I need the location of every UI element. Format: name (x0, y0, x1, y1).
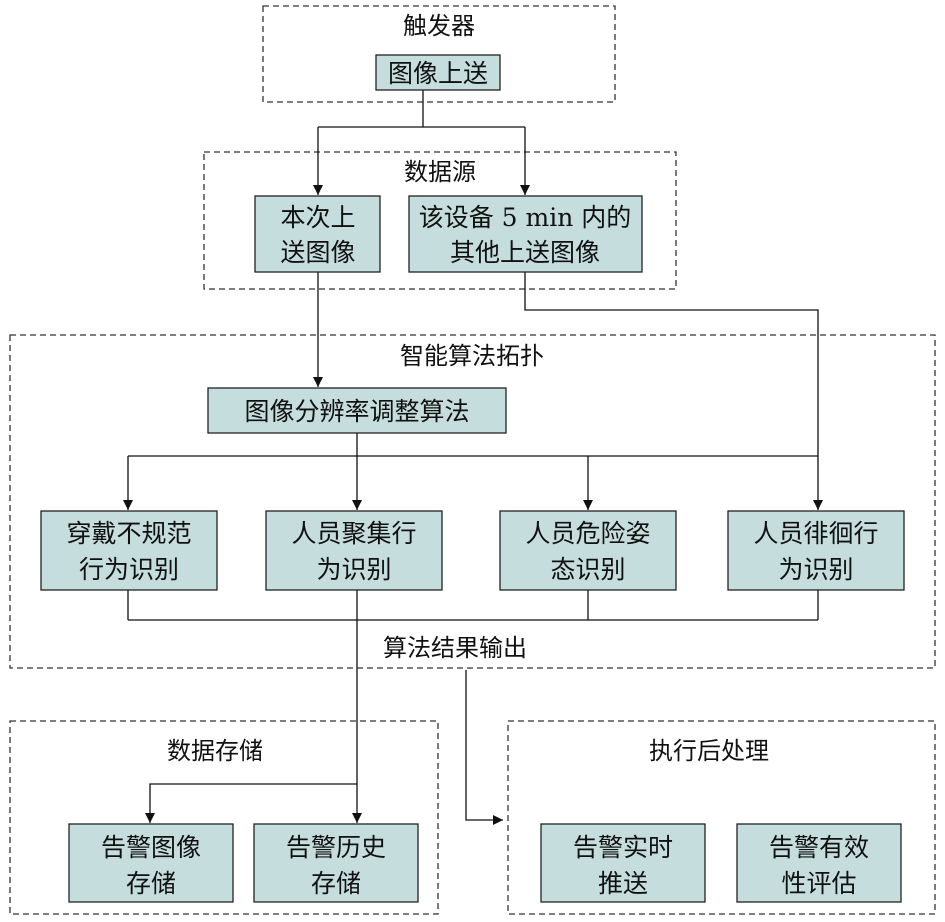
postproc-group (507, 720, 936, 915)
node-alarm-history-line1: 告警历史 (286, 833, 386, 862)
node-gather-line1: 人员聚集行 (291, 519, 416, 548)
topology-group (9, 334, 936, 669)
node-alarm-image-line1: 告警图像 (101, 833, 201, 862)
trigger-group (262, 5, 616, 103)
node-wear-line1: 穿戴不规范 (66, 519, 191, 548)
node-realtime-push-line2: 推送 (598, 869, 648, 898)
node-upload: 图像上送 (375, 54, 501, 91)
node-danger-line1: 人员危险姿 (525, 519, 650, 548)
node-alarm-image-line2: 存储 (126, 869, 176, 898)
node-danger-line2: 态识别 (550, 555, 625, 584)
postproc-group-label: 执行后处理 (649, 737, 769, 765)
node-other-images: 该设备 5 min 内的 其他上送图像 (408, 195, 643, 273)
node-wear-line2: 行为识别 (79, 555, 179, 584)
node-effectiveness-eval-line2: 性评估 (781, 869, 856, 898)
node-other-images-line2: 其他上送图像 (450, 238, 600, 267)
topology-group-label: 智能算法拓扑 (400, 342, 544, 370)
datasource-group (203, 151, 677, 290)
node-upload-label: 图像上送 (388, 59, 488, 88)
node-wear: 穿戴不规范 行为识别 (40, 510, 218, 591)
node-loiter-line1: 人员徘徊行 (753, 519, 878, 548)
node-current-image-line2: 送图像 (280, 238, 355, 267)
node-alarm-history-line2: 存储 (311, 869, 361, 898)
node-effectiveness-eval-line1: 告警有效 (769, 833, 869, 862)
node-effectiveness-eval: 告警有效 性评估 (736, 823, 902, 903)
node-current-image-line1: 本次上 (280, 203, 355, 232)
datasource-group-label: 数据源 (404, 158, 476, 186)
node-realtime-push-line1: 告警实时 (573, 833, 673, 862)
node-gather: 人员聚集行 为识别 (265, 510, 443, 591)
node-danger: 人员危险姿 态识别 (499, 510, 677, 591)
node-other-images-line1: 该设备 5 min 内的 (419, 203, 632, 232)
node-realtime-push: 告警实时 推送 (540, 823, 706, 903)
output-label: 算法结果输出 (383, 634, 527, 662)
node-current-image: 本次上 送图像 (254, 195, 381, 273)
storage-group-label: 数据存储 (167, 737, 263, 765)
node-loiter: 人员徘徊行 为识别 (727, 510, 905, 591)
node-gather-line2: 为识别 (316, 555, 391, 584)
node-alarm-history: 告警历史 存储 (253, 823, 419, 903)
trigger-group-label: 触发器 (403, 12, 475, 40)
node-resolution: 图像分辨率调整算法 (207, 387, 507, 434)
storage-group (9, 720, 439, 915)
node-alarm-image: 告警图像 存储 (68, 823, 234, 903)
node-loiter-line2: 为识别 (778, 555, 853, 584)
connectors (123, 90, 823, 825)
node-resolution-label: 图像分辨率调整算法 (244, 397, 469, 426)
